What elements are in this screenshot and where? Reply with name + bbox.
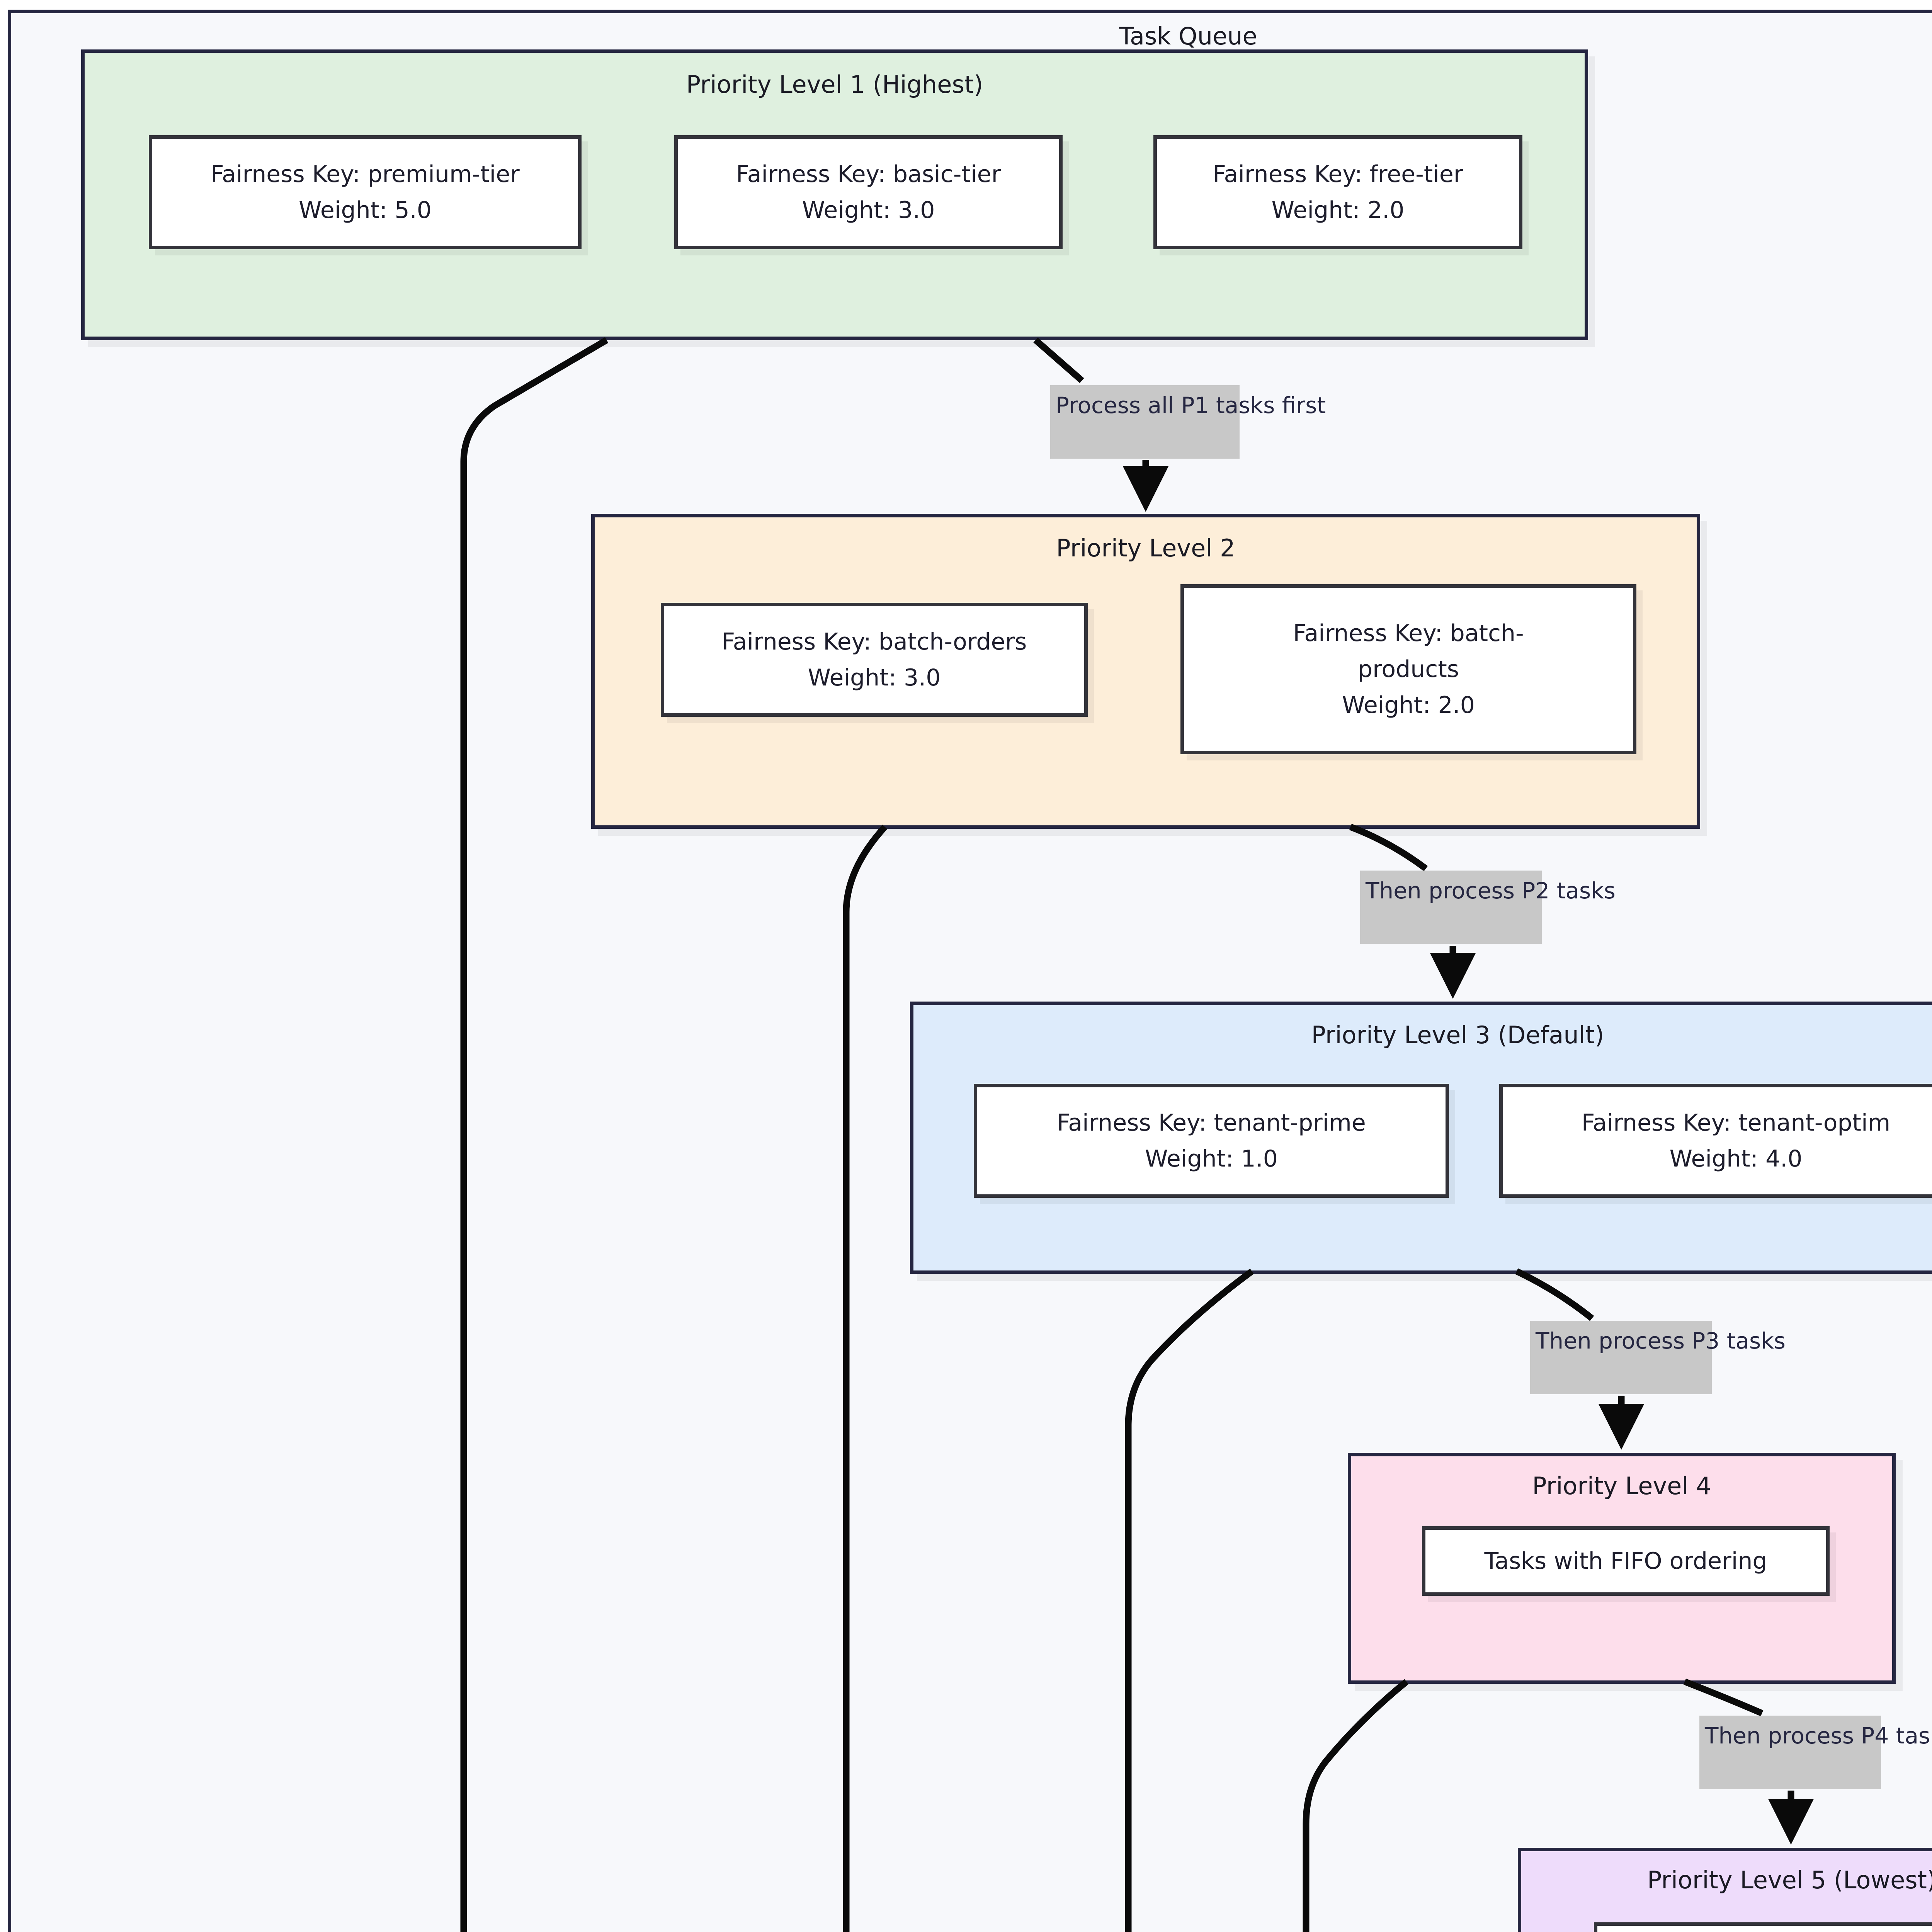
edge-label-p2-to-p3: Then process P2 tasks bbox=[1360, 871, 1616, 944]
edge-label-p1-to-p2: Process all P1 tasks first bbox=[1050, 385, 1326, 459]
cluster-title-priority-1: Priority Level 1 (Highest) bbox=[686, 70, 983, 99]
node-line-1: Fairness Key: basic-tier bbox=[736, 160, 1001, 188]
node-p2-batch-orders[interactable]: Fairness Key: batch-orders Weight: 3.0 bbox=[661, 603, 1088, 717]
node-p1-free-tier[interactable]: Fairness Key: free-tier Weight: 2.0 bbox=[1153, 135, 1522, 249]
edge-label-line-1: Then process bbox=[1366, 878, 1515, 904]
edge-label-line-2: P3 tasks bbox=[1692, 1328, 1786, 1354]
edge-label-p4-to-p5: Then process P4 tasks bbox=[1699, 1716, 1932, 1789]
cluster-title-priority-2: Priority Level 2 bbox=[1056, 534, 1235, 562]
node-line-2: Weight: 2.0 bbox=[1271, 196, 1405, 224]
edge-label-p3-to-p4: Then process P3 tasks bbox=[1530, 1321, 1786, 1394]
node-line-2: products bbox=[1357, 655, 1459, 683]
cluster-title-task-queue: Task Queue bbox=[1119, 22, 1257, 50]
node-p3-tenant-prime[interactable]: Fairness Key: tenant-prime Weight: 1.0 bbox=[974, 1084, 1449, 1198]
cluster-title-priority-4: Priority Level 4 bbox=[1532, 1472, 1711, 1500]
node-p1-premium-tier[interactable]: Fairness Key: premium-tier Weight: 5.0 bbox=[149, 135, 582, 249]
node-line-1: Fairness Key: tenant-prime bbox=[1057, 1109, 1366, 1136]
cluster-title-priority-3: Priority Level 3 (Default) bbox=[1311, 1021, 1604, 1049]
node-line-1: Fairness Key: free-tier bbox=[1213, 160, 1463, 188]
cluster-title-priority-5: Priority Level 5 (Lowest) bbox=[1647, 1866, 1932, 1894]
node-p3-tenant-optim[interactable]: Fairness Key: tenant-optim Weight: 4.0 bbox=[1499, 1084, 1932, 1198]
node-p2-batch-products[interactable]: Fairness Key: batch- products Weight: 2.… bbox=[1180, 584, 1636, 754]
node-line-2: Weight: 5.0 bbox=[299, 196, 432, 224]
edge-label-line-1: Process all P1 bbox=[1056, 392, 1209, 418]
node-line-3: Weight: 2.0 bbox=[1342, 691, 1475, 719]
node-p4-fifo[interactable]: Tasks with FIFO ordering bbox=[1422, 1526, 1830, 1596]
node-line-1: Fairness Key: batch-orders bbox=[721, 628, 1027, 655]
node-line-2: Weight: 3.0 bbox=[808, 664, 941, 691]
node-line-1: Fairness Key: tenant-optim bbox=[1581, 1109, 1891, 1136]
node-p1-basic-tier[interactable]: Fairness Key: basic-tier Weight: 3.0 bbox=[674, 135, 1063, 249]
edge-label-line-2: P4 tasks bbox=[1861, 1723, 1932, 1749]
node-line-2: Weight: 4.0 bbox=[1669, 1145, 1803, 1172]
node-p5-fifo[interactable]: Tasks with FIFO ordering bbox=[1594, 1922, 1932, 1932]
edge-label-line-1: Then process bbox=[1536, 1328, 1685, 1354]
node-line-1: Fairness Key: batch- bbox=[1293, 619, 1524, 647]
node-line-2: Weight: 1.0 bbox=[1145, 1145, 1278, 1172]
cluster-priority-5 bbox=[1518, 1848, 1932, 1932]
node-line-1: Fairness Key: premium-tier bbox=[211, 160, 520, 188]
node-line-2: Weight: 3.0 bbox=[802, 196, 935, 224]
edge-label-line-2: P2 tasks bbox=[1522, 878, 1616, 904]
node-line-1: Tasks with FIFO ordering bbox=[1484, 1547, 1767, 1575]
edge-label-line-1: Then process bbox=[1705, 1723, 1854, 1749]
edge-label-line-2: tasks first bbox=[1216, 392, 1326, 418]
